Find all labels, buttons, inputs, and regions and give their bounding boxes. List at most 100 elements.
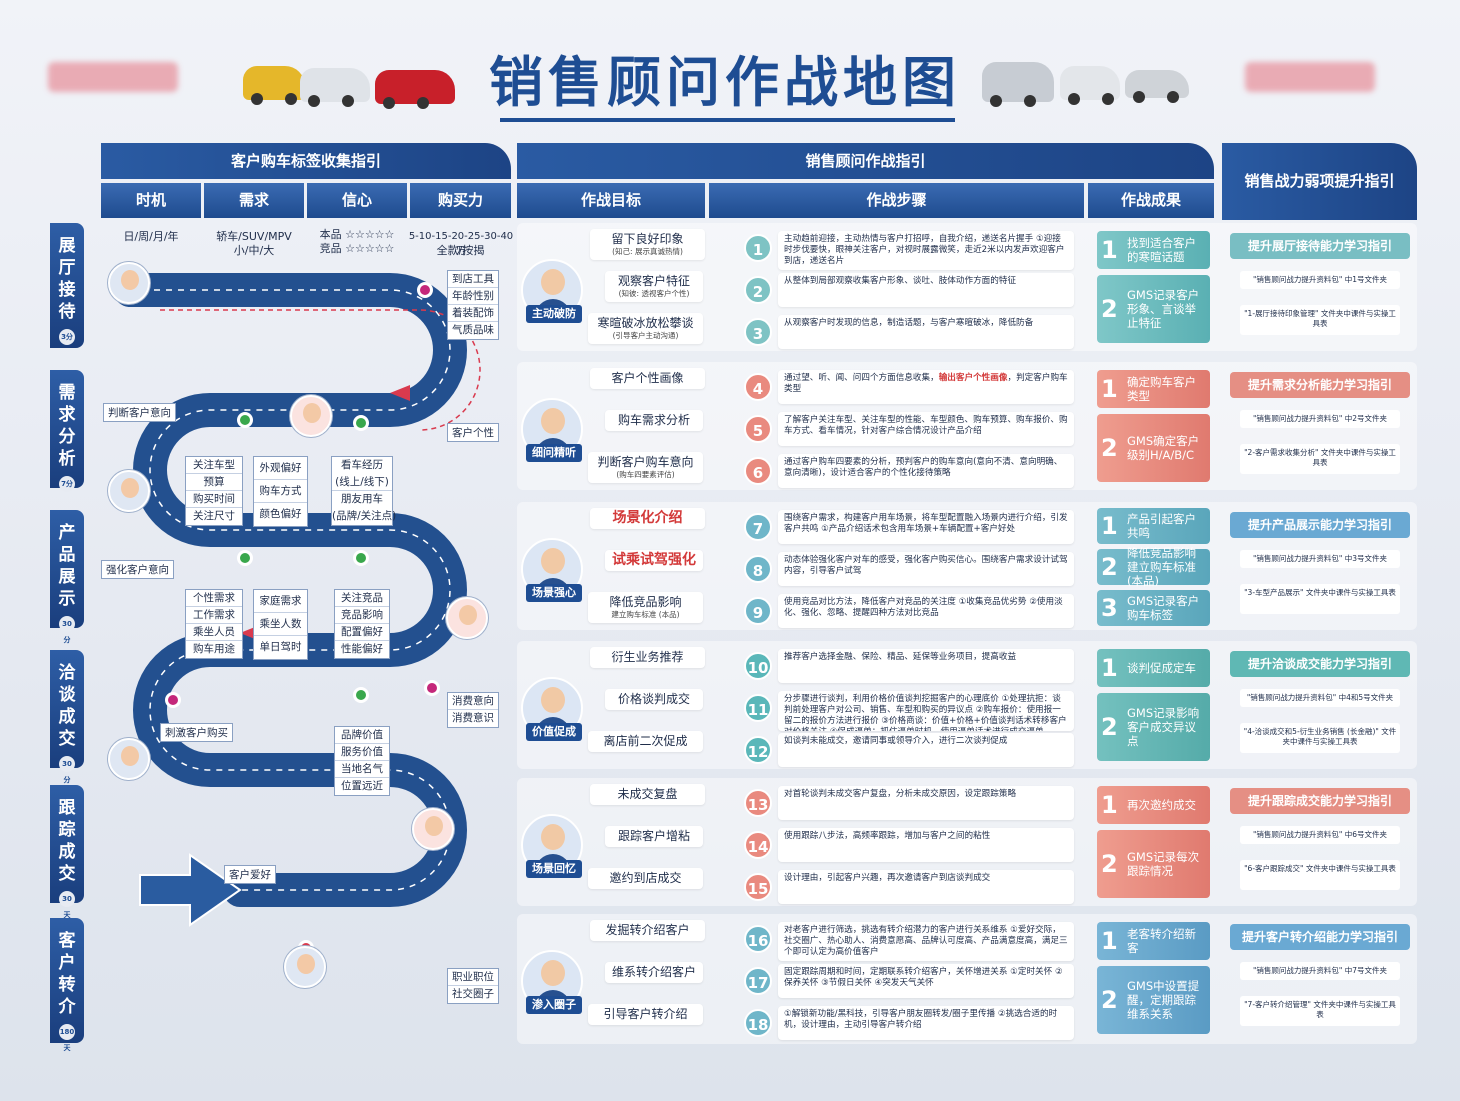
step-number: 9 (744, 597, 772, 625)
step-text: 了解客户关注车型、关注车型的性能、车型颜色、购车预算、购车报价、购车方式、看车情… (778, 412, 1074, 446)
car-image-red-sedan (375, 70, 455, 109)
step-text: 使用跟踪八步法，高频率跟踪，增加与客户之间的粘性 (778, 828, 1074, 862)
improvement-folder: "销售顾问战力提升资料包" 中7号文件夹 (1240, 962, 1400, 980)
step-number: 2 (744, 276, 772, 304)
car-image-silver-sedan (1125, 70, 1189, 103)
step-number: 4 (744, 373, 772, 401)
subheader-results: 作战成果 (1088, 183, 1214, 218)
label-box-job: 职业职位社交圈子 (447, 968, 499, 1004)
improvement-folder: "销售顾问战力提升资料包" 中4和5号文件夹 (1240, 689, 1400, 707)
page-title: 销售顾问作战地图 (489, 51, 961, 114)
step-text: 围绕客户需求，构建客户用车场景，将车型配置融入场景内进行介绍，引发客户共鸣 ①产… (778, 510, 1074, 544)
goal-item: 引导客户转介绍 (588, 1004, 703, 1025)
step-number: 14 (744, 831, 772, 859)
goal-item: 降低竞品影响建立购车标准 (本品) (588, 592, 703, 623)
step-number: 7 (744, 513, 772, 541)
car-image-yellow-suv (243, 66, 305, 105)
car-image-white-sedan (300, 68, 370, 107)
step-text: 使用竞品对比方法，降低客户对竞品的关注度 ①收集竞品优劣势 ②使用淡化、强化、忽… (778, 594, 1074, 628)
label-box-consume-intent: 消费意向消费意识 (447, 692, 499, 728)
step-number: 18 (744, 1009, 772, 1037)
confidence-competitor: 竞品 ☆☆☆☆☆ (319, 242, 395, 255)
improvement-folder: "销售顾问战力提升资料包" 中1号文件夹 (1240, 271, 1400, 289)
customer-avatar (108, 470, 150, 512)
step-text: 从整体到局部观察收集客户形象、谈吐、肢体动作方面的特征 (778, 273, 1074, 307)
car-image-white-suv (1060, 66, 1120, 105)
label-stimulate-purchase: 刺激客户购买 (160, 723, 233, 742)
step-text: 通过望、听、闻、问四个方面信息收集，输出客户个性画像，判定客户购车类型 (778, 370, 1074, 404)
timing-value: 日/周/月/年 (123, 230, 179, 243)
map-pin-icon (420, 285, 430, 295)
label-box-focus: 关注车型预算购买时间关注尺寸 (185, 456, 243, 526)
row-badge: 渗入圈子 (526, 996, 582, 1014)
subheader-needs: 需求 (204, 183, 304, 218)
improvement-folder: "销售顾问战力提升资料包" 中6号文件夹 (1240, 826, 1400, 844)
goal-item: 发掘转介绍客户 (590, 920, 705, 941)
title-underline (500, 118, 955, 122)
step-text: 对老客户进行筛选，挑选有转介绍潜力的客户进行关系维系 ①爱好交际，社交圈广、热心… (778, 922, 1074, 961)
label-strengthen-intent: 强化客户意向 (101, 560, 174, 579)
improvement-link[interactable]: 提升客户转介绍能力学习指引 (1230, 924, 1410, 950)
header-improvement-guide: 销售战力弱项提升指引 (1222, 143, 1417, 220)
goal-item: 寒暄破冰放松攀谈(引导客户主动沟通) (588, 313, 703, 344)
label-customer-hobby: 客户爱好 (224, 865, 276, 884)
step-number: 1 (744, 234, 772, 262)
step-number: 3 (744, 318, 772, 346)
customer-avatar (108, 262, 150, 304)
improvement-courseware: "4-洽谈成交和5-衍生业务销售 (长金融)" 文件夹中课件与实操工具表 (1240, 723, 1400, 753)
goal-item: 客户个性画像 (590, 368, 705, 389)
goal-item: 邀约到店成交 (588, 868, 703, 889)
label-box-competitors: 关注竞品竞品影响配置偏好性能偏好 (334, 589, 390, 659)
improvement-folder: "销售顾问战力提升资料包" 中2号文件夹 (1240, 410, 1400, 428)
needs-types: 轿车/SUV/MPV (216, 230, 292, 243)
improvement-link[interactable]: 提升展厅接待能力学习指引 (1230, 233, 1410, 259)
improvement-courseware: "1-展厅接待印象管理" 文件夹中课件与实操工具表 (1240, 305, 1400, 335)
needs-sizes: 小/中/大 (233, 244, 275, 257)
label-box-preferences: 外观偏好购车方式颜色偏好 (253, 456, 308, 527)
step-number: 10 (744, 652, 772, 680)
improvement-folder: "销售顾问战力提升资料包" 中3号文件夹 (1240, 550, 1400, 568)
map-pin-icon (240, 415, 250, 425)
improvement-link[interactable]: 提升洽谈成交能力学习指引 (1230, 651, 1410, 677)
label-judge-intent: 判断客户意向 (103, 403, 176, 422)
label-box-experience: 看车经历(线上/线下)朋友用车(品牌/关注点) (331, 456, 396, 526)
improvement-link[interactable]: 提升跟踪成交能力学习指引 (1230, 788, 1410, 814)
customer-avatar (290, 395, 332, 437)
map-pin-icon (356, 418, 366, 428)
improvement-courseware: "3-车型产品展示" 文件夹中课件与实操工具表 (1240, 584, 1400, 614)
step-number: 16 (744, 925, 772, 953)
map-pin-icon (240, 553, 250, 563)
improvement-link[interactable]: 提升需求分析能力学习指引 (1230, 372, 1410, 398)
goal-item: 试乘试驾强化 (605, 550, 703, 571)
step-text: 对首轮谈判未成交客户复盘，分析未成交原因，设定跟踪策略 (778, 786, 1074, 820)
goal-item: 价格谈判成交 (605, 689, 703, 710)
header-sales-guide: 销售顾问作战指引 (517, 143, 1214, 179)
step-text: 主动趋前迎接，主动热情与客户打招呼，自我介绍，递送名片握手 ①迎接时步伐要快，眼… (778, 231, 1074, 270)
improvement-courseware: "6-客户跟踪成交" 文件夹中课件与实操工具表 (1240, 860, 1400, 890)
goal-item: 维系转介绍客户 (605, 962, 703, 983)
subheader-goal: 作战目标 (517, 183, 705, 218)
label-box-value: 品牌价值服务价值当地名气位置远近 (334, 726, 390, 796)
improvement-link[interactable]: 提升产品展示能力学习指引 (1230, 512, 1410, 538)
step-text: 设计理由，引起客户兴趣，再次邀请客户到店谈判成交 (778, 870, 1074, 904)
step-text: 通过客户购车四要素的分析，预判客户的购车意向(意向不清、意向明确、意向清晰)，设… (778, 454, 1074, 488)
goal-item: 离店前二次促成 (588, 731, 703, 752)
row-badge: 细问精听 (526, 444, 582, 462)
subheader-confidence: 信心 (307, 183, 407, 218)
goal-item: 购车需求分析 (605, 410, 703, 431)
label-box-family-needs: 家庭需求乘坐人数单日驾时 (253, 589, 308, 660)
label-box-personal-needs: 个性需求工作需求乘坐人员购车用途 (185, 589, 243, 659)
customer-avatar (446, 597, 488, 639)
